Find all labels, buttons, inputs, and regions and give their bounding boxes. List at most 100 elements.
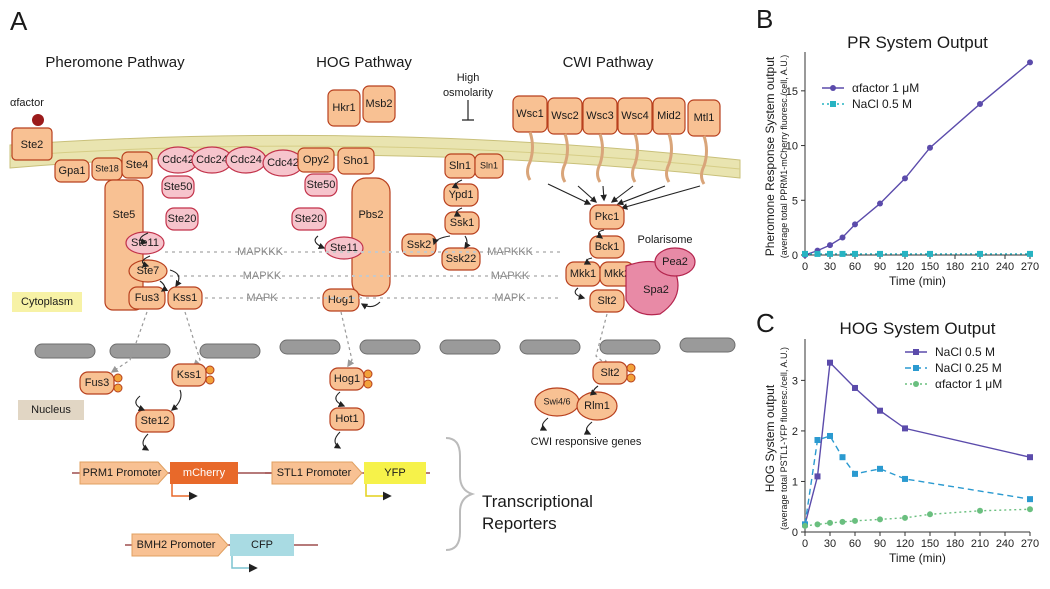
- svg-text:Mkk1: Mkk1: [570, 268, 596, 280]
- cytoplasm-badge: [12, 292, 82, 312]
- pbs2-scaffold: Pbs2: [351, 177, 391, 297]
- svg-text:Hkr1: Hkr1: [332, 102, 355, 114]
- x-tick-label: 150: [921, 538, 939, 550]
- hog1-nuclear: Hog1: [329, 367, 365, 391]
- polarisome-label: Polarisome: [637, 234, 692, 246]
- x-tick-label: 30: [824, 538, 836, 550]
- x-tick-label: 150: [921, 261, 939, 273]
- legend-label: αfactor 1 μM: [852, 81, 919, 95]
- data-point: [927, 511, 933, 518]
- data-point: [802, 522, 808, 529]
- cdc42-pheromone: Cdc42: [157, 146, 199, 174]
- x-tick-label: 210: [971, 261, 989, 273]
- alpha-factor-label: αfactor: [10, 97, 44, 109]
- x-tick-label: 90: [874, 261, 886, 273]
- data-point: [852, 470, 858, 477]
- svg-text:Ste20: Ste20: [168, 213, 197, 225]
- svg-text:Slt2: Slt2: [601, 367, 620, 379]
- svg-text:Hot1: Hot1: [335, 413, 358, 425]
- cwi-sensor-stalks: [526, 131, 708, 185]
- reporters-label-line2: Reporters: [482, 514, 557, 533]
- data-point: [839, 250, 846, 257]
- y-tick-label: 5: [792, 195, 798, 207]
- legend-label: NaCl 0.25 M: [935, 361, 1002, 375]
- x-tick-label: 180: [946, 261, 964, 273]
- data-point: [827, 242, 833, 249]
- data-point: [852, 384, 858, 391]
- svg-text:Wsc4: Wsc4: [621, 110, 649, 122]
- cdc24-hog: Cdc24: [225, 146, 267, 174]
- sln1-a: Sln1: [444, 153, 476, 179]
- data-point: [902, 475, 908, 482]
- ste50-hog: Ste50: [304, 173, 338, 197]
- slt2: Slt2: [589, 289, 625, 313]
- prm1-promoter: PRM1 Promoter: [83, 467, 162, 479]
- svg-text:Wsc1: Wsc1: [516, 108, 544, 120]
- nuclear-envelope: [34, 337, 736, 359]
- y-tick-label: 1: [792, 476, 798, 488]
- chart-title: PR System Output: [847, 33, 988, 52]
- svg-text:Ssk22: Ssk22: [446, 253, 477, 265]
- ste18: Ste18: [91, 157, 123, 181]
- x-tick-label: 120: [896, 261, 914, 273]
- data-point: [902, 175, 908, 182]
- svg-text:Opy2: Opy2: [303, 154, 329, 166]
- data-point: [977, 507, 983, 514]
- svg-text:Fus3: Fus3: [85, 377, 109, 389]
- svg-text:Pea2: Pea2: [662, 256, 688, 268]
- sho1: Sho1: [337, 147, 375, 175]
- cytoplasm-label: Cytoplasm: [21, 296, 73, 308]
- svg-text:Ste7: Ste7: [137, 265, 160, 277]
- data-point: [877, 200, 883, 207]
- series-line: [804, 61, 1031, 256]
- high-osmolarity-line2: osmolarity: [443, 87, 494, 99]
- y-tick-label: 0: [792, 527, 798, 539]
- high-osmolarity-line1: High: [457, 72, 480, 84]
- chart-title: HOG System Output: [840, 319, 996, 338]
- sln1-b: Sln1: [474, 153, 504, 179]
- svg-text:Ste18: Ste18: [95, 163, 119, 173]
- svg-text:Sln1: Sln1: [480, 160, 498, 170]
- slt2-nuclear: Slt2: [592, 361, 628, 385]
- x-tick-label: 240: [996, 261, 1014, 273]
- swi46: Swi4/6: [534, 387, 580, 417]
- svg-text:Gpa1: Gpa1: [59, 165, 86, 177]
- data-point: [902, 250, 908, 257]
- y-tick-label: 3: [792, 375, 798, 387]
- cfp-gene: CFP: [251, 539, 273, 551]
- gpa1: Gpa1: [54, 159, 90, 183]
- reporters-brace: [445, 437, 476, 551]
- data-point: [827, 519, 833, 526]
- pkc1: Pkc1: [589, 204, 625, 230]
- data-point: [1027, 506, 1033, 513]
- ssk1: Ssk1: [444, 211, 480, 235]
- wsc2: Wsc2: [547, 97, 583, 135]
- x-tick-label: 90: [874, 538, 886, 550]
- ste50-pheromone: Ste50: [161, 175, 195, 199]
- cwi-pathway-title: CWI Pathway: [563, 54, 654, 71]
- rlm1: Rlm1: [576, 391, 618, 421]
- svg-text:Msb2: Msb2: [366, 98, 393, 110]
- data-point: [827, 359, 833, 366]
- svg-text:Wsc3: Wsc3: [586, 110, 614, 122]
- x-tick-label: 270: [1021, 538, 1039, 550]
- data-point: [1027, 250, 1033, 257]
- pheromone-pathway-title: Pheromone Pathway: [45, 54, 185, 71]
- svg-text:Fus3: Fus3: [135, 292, 159, 304]
- opy2: Opy2: [297, 147, 335, 173]
- svg-text:Ssk2: Ssk2: [407, 239, 431, 251]
- bmh2-promoter: BMH2 Promoter: [137, 539, 216, 551]
- svg-text:Pkc1: Pkc1: [595, 211, 619, 223]
- y-tick-label: 10: [786, 141, 798, 153]
- svg-text:Mid2: Mid2: [657, 110, 681, 122]
- data-point: [927, 144, 933, 151]
- data-point: [852, 221, 858, 228]
- svg-text:Cdc42: Cdc42: [162, 154, 194, 166]
- data-point: [827, 250, 833, 257]
- data-point: [877, 407, 883, 414]
- svg-text:Pbs2: Pbs2: [358, 209, 383, 221]
- data-point: [839, 454, 846, 461]
- mapkkk-label-b: MAPKKK: [487, 246, 534, 258]
